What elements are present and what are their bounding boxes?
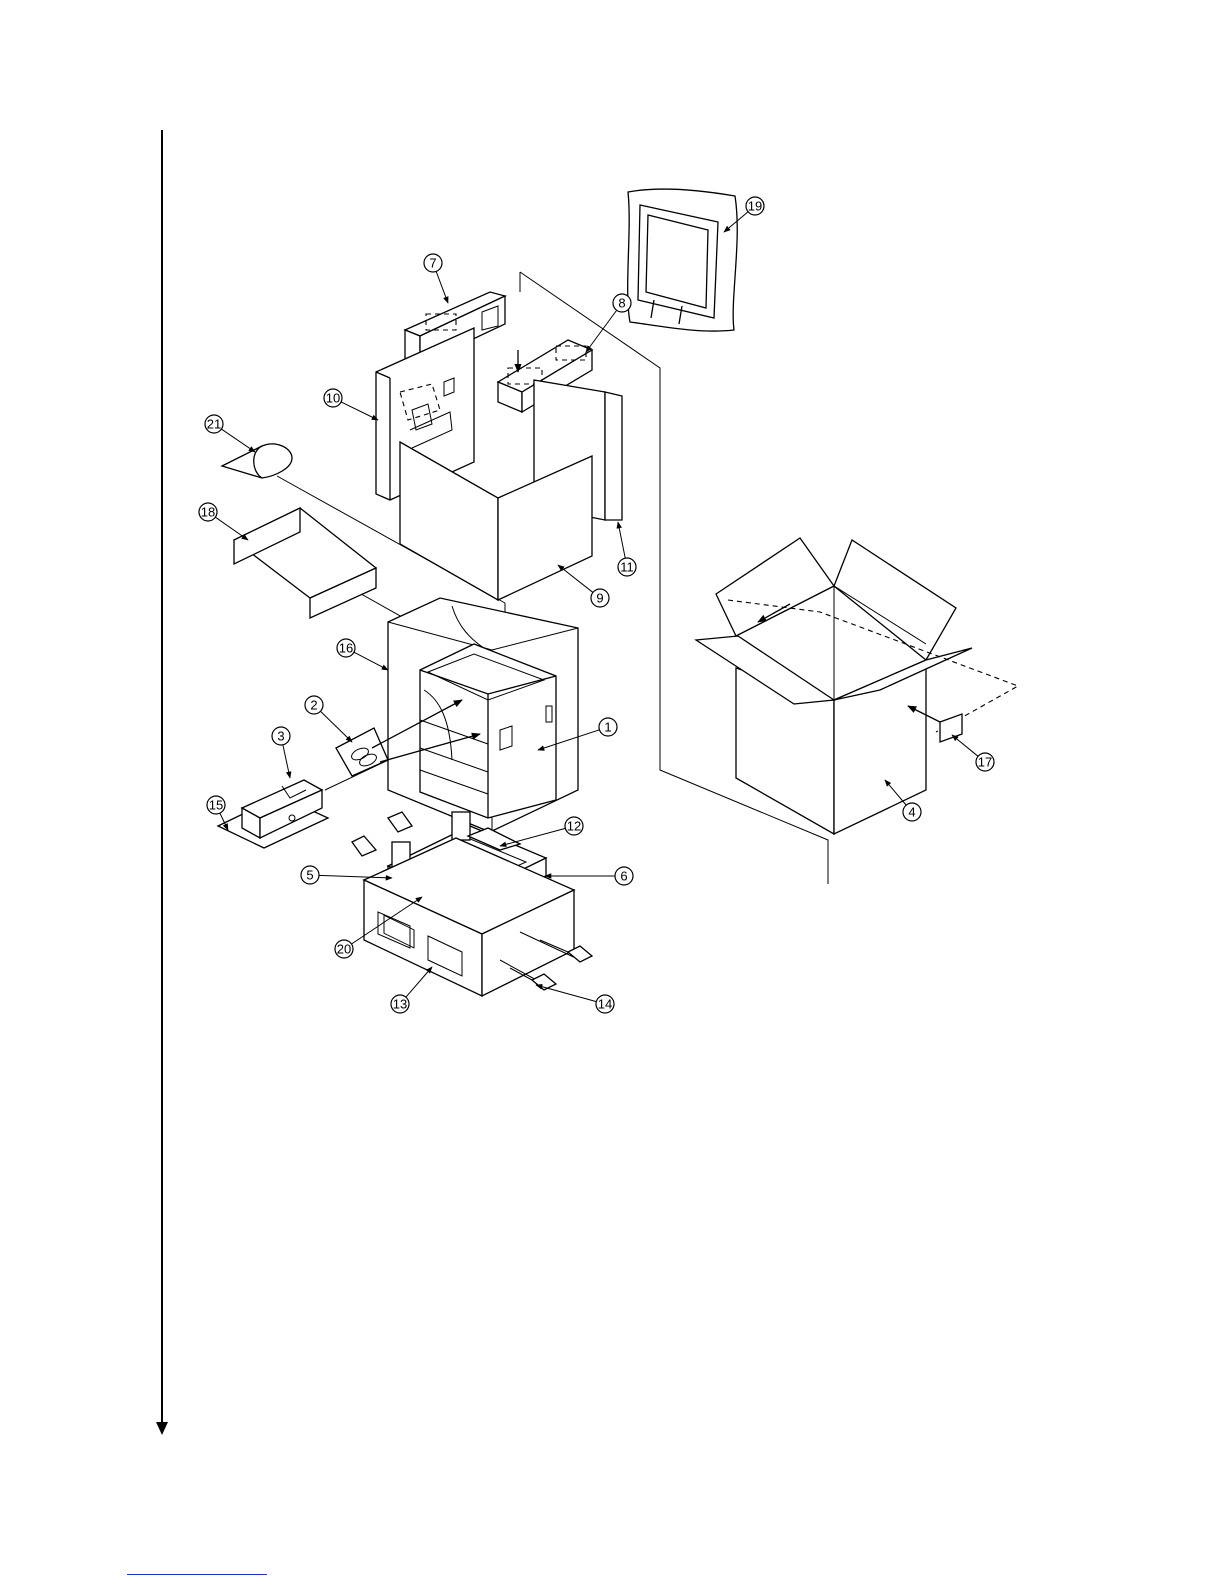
callout-leader (221, 429, 255, 452)
outer-carton (696, 538, 1018, 834)
callout-leader (536, 985, 596, 1002)
callout-leader (215, 517, 248, 540)
callout-number: 10 (326, 391, 340, 406)
callout-number: 7 (429, 256, 436, 271)
callout-number: 18 (201, 505, 215, 520)
display-unit-in-bag (628, 189, 738, 331)
rolled-sheet (222, 444, 292, 478)
callout-2: 2 (305, 696, 352, 742)
callout-14: 14 (536, 985, 614, 1013)
callout-leader (436, 271, 448, 303)
callout-number: 12 (567, 819, 581, 834)
callout-number: 1 (604, 720, 611, 735)
vertical-guide-arrow (156, 130, 168, 1435)
callout-21: 21 (205, 415, 255, 452)
callout-17: 17 (952, 735, 994, 771)
callout-number: 13 (393, 997, 407, 1012)
callout-number: 17 (978, 755, 992, 770)
callout-leader (618, 522, 625, 558)
callout-number: 15 (209, 798, 223, 813)
callout-leader (354, 652, 388, 670)
callout-leader (320, 711, 352, 742)
machine (420, 644, 556, 818)
callout-leader (341, 402, 378, 420)
footer-rule (127, 1574, 267, 1575)
callout-16: 16 (337, 639, 388, 670)
callout-11: 11 (618, 522, 636, 576)
callout-number: 5 (306, 868, 313, 883)
callout-leader (952, 735, 978, 756)
callout-leader (500, 828, 565, 846)
callout-number: 21 (207, 417, 221, 432)
callout-number: 20 (337, 942, 351, 957)
callout-3: 3 (272, 727, 290, 778)
callout-number: 19 (748, 199, 762, 214)
callout-number: 6 (620, 869, 627, 884)
callout-6: 6 (545, 867, 633, 885)
callout-number: 3 (277, 729, 284, 744)
callout-9: 9 (558, 565, 609, 607)
callout-number: 11 (620, 560, 634, 575)
callout-leader (586, 310, 617, 352)
callout-13: 13 (391, 967, 432, 1013)
power-cord-pack (336, 728, 388, 776)
callout-leader (558, 565, 593, 592)
callout-number: 4 (908, 805, 915, 820)
callout-number: 8 (618, 296, 625, 311)
callout-leader (406, 967, 432, 997)
callout-leader (283, 745, 290, 778)
cover-sheet (234, 508, 376, 618)
callout-number: 9 (596, 591, 603, 606)
callout-18: 18 (199, 503, 248, 540)
callout-10: 10 (324, 389, 378, 420)
callout-number: 2 (310, 698, 317, 713)
callout-7: 7 (424, 254, 448, 303)
callout-number: 14 (598, 997, 612, 1012)
callout-number: 16 (339, 641, 353, 656)
